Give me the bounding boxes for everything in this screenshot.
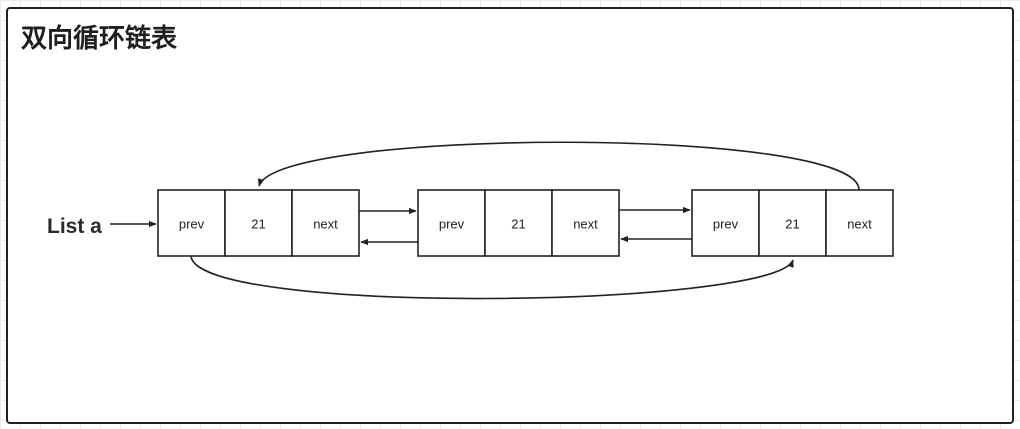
node-3-next-cell [825, 189, 894, 257]
node-2-next-cell [551, 189, 620, 257]
node-2-next-label: next [573, 216, 598, 231]
diagram-title: 双向循环链表 [21, 23, 178, 54]
node-2-prev-cell [417, 189, 486, 257]
node-2-prev-label: prev [439, 216, 465, 231]
node-1-next-label: next [313, 216, 338, 231]
node-1-prev-cell [157, 189, 226, 257]
node-1-prev-label: prev [179, 216, 205, 231]
list-node-1: prev 21 next [157, 189, 360, 257]
node-3-prev-label: prev [713, 216, 739, 231]
node-2-value-label: 21 [511, 216, 525, 231]
node-3-next-label: next [847, 216, 872, 231]
node-3-value-label: 21 [785, 216, 799, 231]
node-1-value-cell [224, 189, 293, 257]
head-prev-to-tail-arrow [190, 255, 794, 300]
node-1-value-label: 21 [251, 216, 265, 231]
list-a-label: List a [47, 215, 102, 238]
list-node-3: prev 21 next [691, 189, 894, 257]
tail-next-to-head-arrow [258, 141, 860, 191]
list-node-2: prev 21 next [417, 189, 620, 257]
node-1-next-cell [291, 189, 360, 257]
